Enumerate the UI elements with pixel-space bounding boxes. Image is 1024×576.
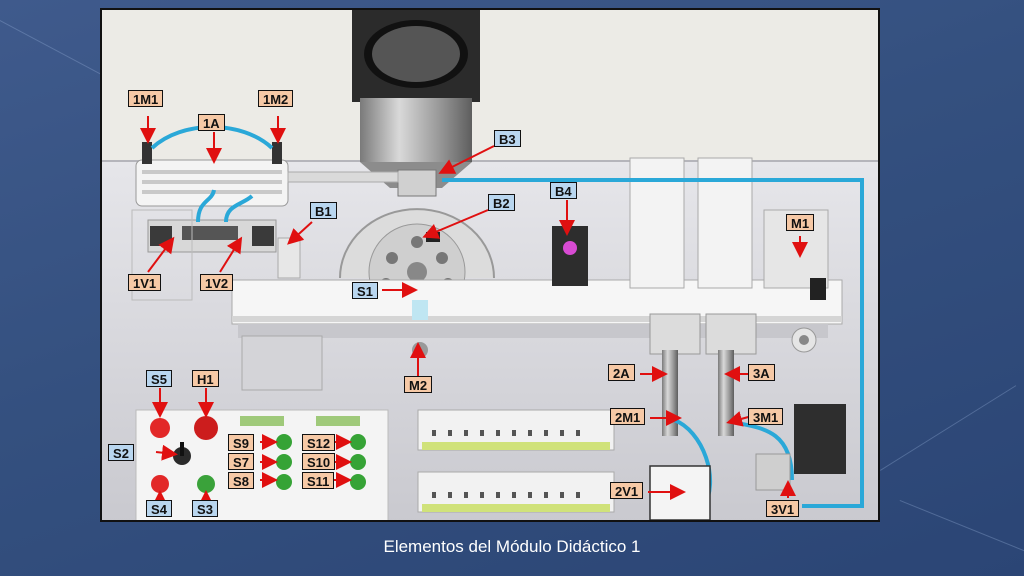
label-s10: S10 — [302, 453, 336, 470]
label-h1: H1 — [192, 370, 219, 387]
machine-diagram: 1M1 1M2 1A B3 B2 B4 B1 M1 1V1 1V2 S1 S5 … — [100, 8, 880, 522]
label-3a: 3A — [748, 364, 775, 381]
label-1m1: 1M1 — [128, 90, 164, 107]
label-b2: B2 — [488, 194, 515, 211]
label-m2: M2 — [404, 376, 433, 393]
label-b1: B1 — [310, 202, 337, 219]
label-1m2: 1M2 — [258, 90, 294, 107]
label-s2: S2 — [108, 444, 134, 461]
label-2a: 2A — [608, 364, 635, 381]
label-m1: M1 — [786, 214, 815, 231]
label-2m1: 2M1 — [610, 408, 646, 425]
label-1v1: 1V1 — [128, 274, 162, 291]
label-b4: B4 — [550, 182, 577, 199]
label-s5: S5 — [146, 370, 172, 387]
label-s4: S4 — [146, 500, 172, 517]
slide-caption: Elementos del Módulo Didáctico 1 — [383, 537, 641, 556]
label-3m1: 3M1 — [748, 408, 784, 425]
label-s11: S11 — [302, 472, 335, 489]
label-s9: S9 — [228, 434, 254, 451]
label-s12: S12 — [302, 434, 336, 451]
machine-illustration — [102, 10, 878, 520]
label-s7: S7 — [228, 453, 254, 470]
background-line-right — [880, 385, 1017, 471]
label-3v1: 3V1 — [766, 500, 800, 517]
label-s3: S3 — [192, 500, 218, 517]
label-b3: B3 — [494, 130, 521, 147]
label-s1: S1 — [352, 282, 378, 299]
label-1a: 1A — [198, 114, 225, 131]
label-1v2: 1V2 — [200, 274, 234, 291]
label-s8: S8 — [228, 472, 254, 489]
label-2v1: 2V1 — [610, 482, 644, 499]
